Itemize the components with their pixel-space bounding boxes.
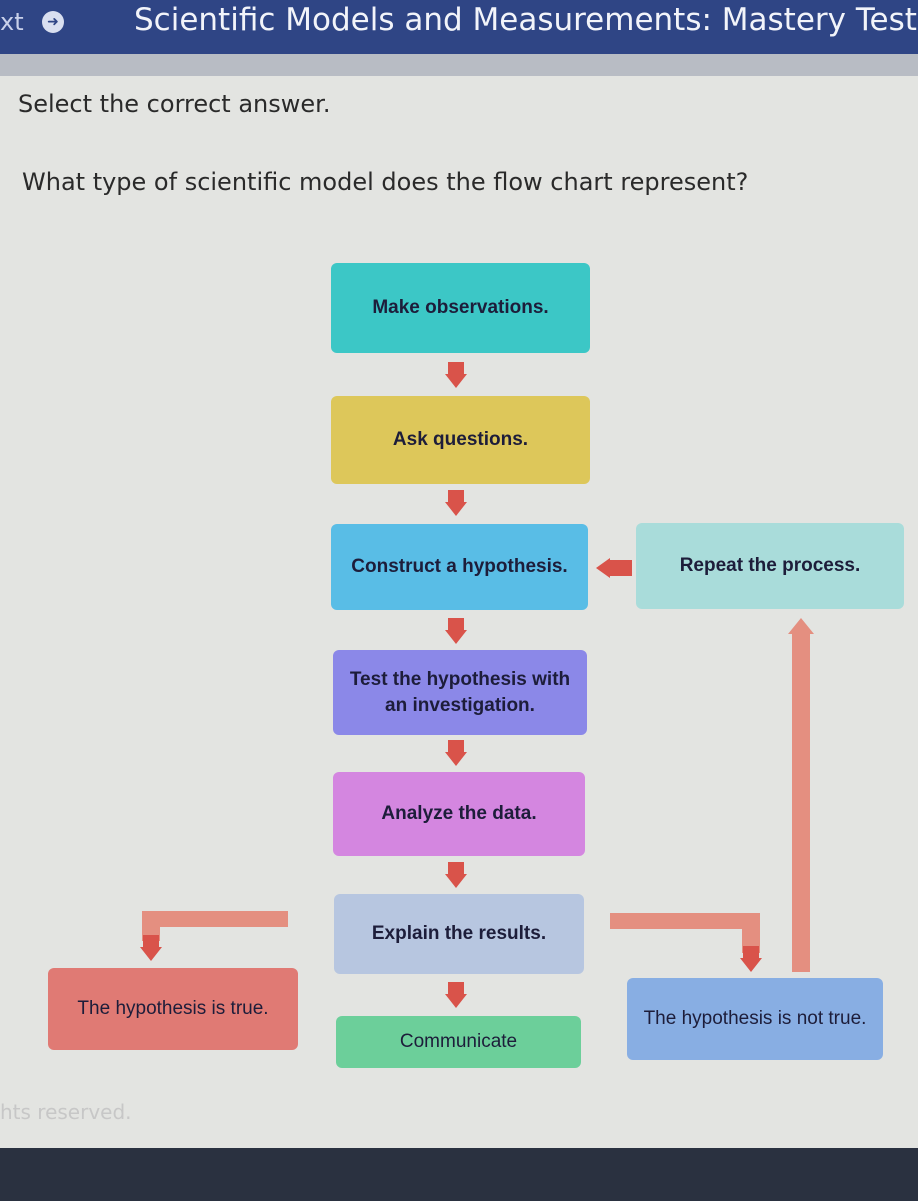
down-arrow-4 [445,740,467,768]
copyright-text: hts reserved. [0,1100,132,1124]
left-arrow-repeat [596,558,632,578]
next-button-label[interactable]: xt [0,8,24,36]
outcome-hypothesis-true: The hypothesis is true. [48,968,298,1050]
step-analyze-data: Analyze the data. [333,772,585,856]
down-arrow-false [740,946,762,974]
up-arrow-repeat [788,618,814,634]
branch-true-down [142,911,160,941]
down-arrow-1 [445,362,467,390]
step-construct-hypothesis: Construct a hypothesis. [331,524,588,610]
subheader-bar [0,54,918,76]
question-text: What type of scientific model does the f… [22,168,749,196]
step-ask-questions: Ask questions. [331,396,590,484]
header-bar: xt ➜ Scientific Models and Measurements:… [0,0,918,54]
bottom-bar [0,1148,918,1201]
instruction-text: Select the correct answer. [18,90,331,118]
step-make-observations: Make observations. [331,263,590,353]
repeat-process-box: Repeat the process. [636,523,904,609]
branch-false-down [742,913,760,953]
down-arrow-2 [445,490,467,518]
outcome-hypothesis-not-true: The hypothesis is not true. [627,978,883,1060]
down-arrow-true [140,935,162,963]
step-communicate: Communicate [336,1016,581,1068]
repeat-return-line [792,632,810,972]
step-test-hypothesis: Test the hypothesis with an investigatio… [333,650,587,735]
branch-false-connector [610,913,760,929]
arrow-right-circle-icon[interactable]: ➜ [42,11,64,33]
down-arrow-6 [445,982,467,1010]
page-title: Scientific Models and Measurements: Mast… [134,2,917,38]
down-arrow-3 [445,618,467,646]
down-arrow-5 [445,862,467,890]
step-explain-results: Explain the results. [334,894,584,974]
branch-true-connector [142,911,288,927]
